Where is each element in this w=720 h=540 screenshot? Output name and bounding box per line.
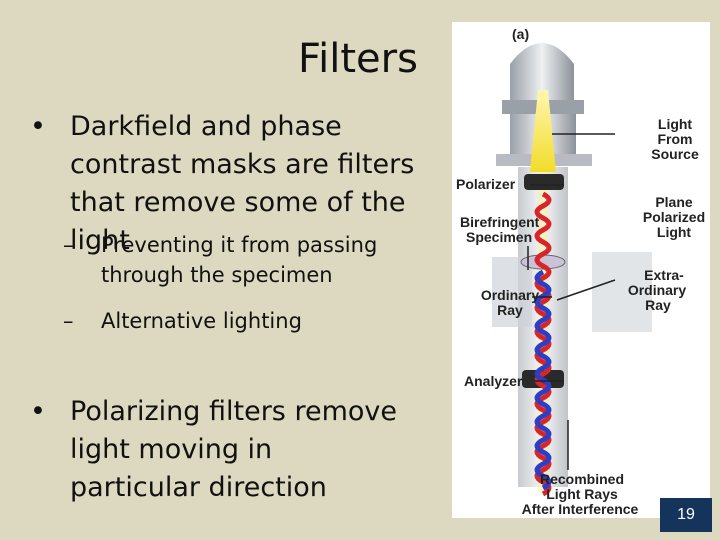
ordinary-wave	[534, 191, 552, 497]
light-beam	[530, 90, 556, 172]
slide-title: Filters	[298, 36, 418, 82]
label-ordinary-ray-1: Ordinary	[481, 287, 540, 303]
leader-line	[556, 279, 616, 301]
label-extraordinary-1: Extra-	[644, 267, 684, 283]
side-housing-right	[592, 252, 652, 332]
label-light-source-1: Light	[658, 116, 693, 132]
label-ordinary-ray-2: Ray	[497, 302, 523, 318]
bullet-marker: •	[30, 396, 46, 427]
label-recombined-3: After Interference	[522, 501, 639, 517]
sub-bullet-item: – Preventing it from passing through the…	[63, 230, 453, 290]
polarizer-element	[524, 174, 564, 190]
label-plane-polarized-2: Polarized	[643, 209, 705, 225]
label-birefringent-1: Birefringent	[460, 214, 540, 230]
bullet-text: Darkfield and phase contrast masks are f…	[70, 111, 415, 256]
sub-bullet-marker: –	[63, 309, 74, 333]
label-plane-polarized-1: Plane	[655, 194, 693, 210]
bullet-marker: •	[30, 111, 46, 142]
bullet-item: • Polarizing filters remove light moving…	[30, 393, 398, 507]
bullet-text: Polarizing filters remove light moving i…	[70, 396, 397, 503]
sub-bullet-item: – Alternative lighting	[63, 306, 453, 336]
figure-illustration: (a) Light From Source Polarizer Plane Po…	[456, 26, 705, 517]
bullet-item: • Darkfield and phase contrast masks are…	[30, 108, 450, 260]
label-light-source-3: Source	[651, 146, 699, 162]
page-number-badge: 19	[660, 498, 712, 532]
label-analyzer: Analyzer	[464, 373, 523, 389]
label-polarizer: Polarizer	[456, 176, 516, 192]
sub-bullet-text: Alternative lighting	[101, 309, 302, 333]
label-recombined-1: Recombined	[540, 471, 624, 487]
sub-bullet-marker: –	[63, 233, 74, 257]
label-extraordinary-3: Ray	[645, 297, 671, 313]
label-recombined-2: Light Rays	[546, 486, 618, 502]
label-light-source-2: From	[658, 131, 693, 147]
sub-bullet-text: Preventing it from passing through the s…	[101, 233, 378, 287]
label-plane-polarized-3: Light	[657, 224, 692, 240]
extraordinary-wave	[534, 269, 552, 491]
panel-label: (a)	[512, 26, 529, 42]
label-birefringent-2: Specimen	[466, 229, 532, 245]
label-extraordinary-2: Ordinary	[628, 282, 687, 298]
lamp-dome	[510, 43, 574, 102]
polarized-light-microscope-figure: (a) Light From Source Polarizer Plane Po…	[452, 22, 710, 518]
side-housing-left	[492, 257, 532, 327]
